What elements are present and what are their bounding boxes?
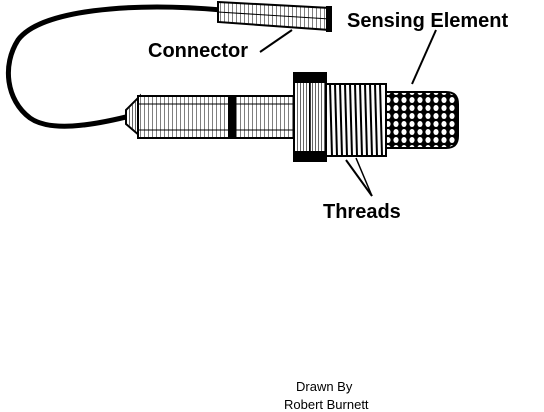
thread-ridge (354, 83, 358, 157)
thread-ridge (339, 83, 343, 157)
threads-label: Threads (323, 201, 401, 223)
threaded-section (325, 83, 387, 157)
thread-ridge (369, 83, 373, 157)
thread-ridge (334, 83, 338, 157)
thread-ridge (329, 83, 333, 157)
cable (5, 4, 225, 129)
thread-ridge (344, 83, 348, 157)
thread-ridge (349, 83, 353, 157)
sensing-element-shield (385, 91, 459, 149)
connector-leader-line (259, 29, 293, 53)
sensing-element-leader-line (411, 29, 437, 85)
connector-plug (217, 0, 332, 32)
thread-ridge (359, 83, 363, 157)
sensor-body (137, 95, 299, 139)
connector-label: Connector (148, 40, 248, 62)
credit-drawn-by: Drawn By (296, 379, 353, 394)
threads-leader-line-2 (355, 157, 373, 197)
thread-ridge (374, 83, 378, 157)
thread-ridge (364, 83, 368, 157)
sensing-element-label: Sensing Element (347, 10, 509, 32)
thread-ridge (379, 83, 383, 157)
hex-nut (293, 72, 327, 162)
credit-author: Robert Burnett (284, 397, 369, 412)
threads-leader-line-1 (345, 159, 373, 197)
